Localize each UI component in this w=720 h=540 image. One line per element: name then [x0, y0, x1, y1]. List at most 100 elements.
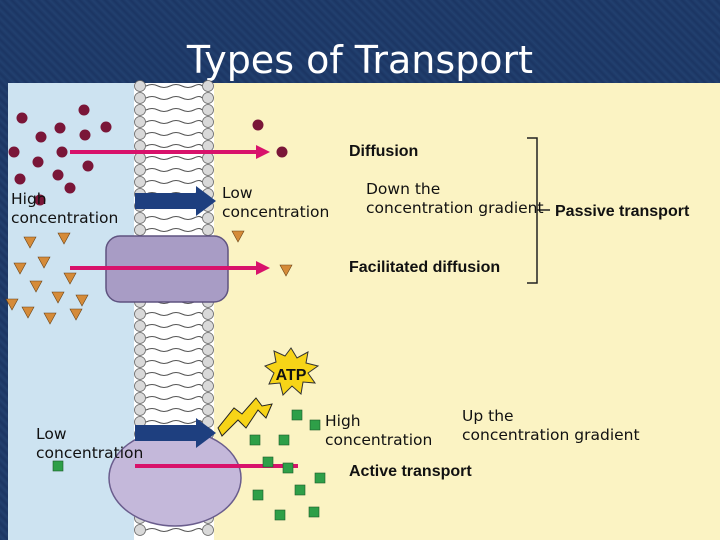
active-transport-molecule — [249, 434, 261, 446]
passive-bracket — [527, 137, 550, 284]
diffusing-molecule — [54, 122, 66, 134]
phospholipid-head — [202, 116, 214, 128]
facilitated-diffusion-label: Facilitated diffusion — [349, 259, 501, 276]
phospholipid-head — [202, 392, 214, 404]
phospholipid-tail — [145, 120, 203, 124]
phospholipid-head — [134, 224, 146, 236]
facilitated-molecule — [37, 256, 51, 269]
phospholipid-head — [134, 176, 146, 188]
energy-bolt-icon — [217, 397, 273, 437]
facilitated-molecule — [57, 232, 71, 245]
phospholipid-head — [202, 92, 214, 104]
diffusing-molecule — [276, 146, 288, 158]
phospholipid-head — [202, 368, 214, 380]
active-transport-molecule — [314, 472, 326, 484]
phospholipid-head — [134, 128, 146, 140]
phospholipid-head — [202, 320, 214, 332]
phospholipid-head — [134, 320, 146, 332]
facilitated-diffusion-arrow — [70, 261, 270, 275]
phospholipid-tail — [145, 420, 203, 424]
phospholipid-tail — [145, 108, 203, 112]
phospholipid-head — [134, 308, 146, 320]
phospholipid-head — [134, 380, 146, 392]
molecules — [5, 104, 326, 521]
phospholipid-head — [202, 128, 214, 140]
active-transport-label: Active transport — [349, 463, 472, 480]
phospholipid-head — [202, 344, 214, 356]
phospholipid-head — [134, 404, 146, 416]
phospholipid-head — [202, 140, 214, 152]
phospholipid-head — [202, 212, 214, 224]
facilitated-molecule — [75, 294, 89, 307]
phospholipid-head — [134, 392, 146, 404]
phospholipid-tail — [145, 96, 203, 100]
active-transport-molecule — [309, 419, 321, 431]
facilitated-molecule — [23, 236, 37, 249]
phospholipid-head — [134, 80, 146, 92]
facilitated-molecule — [231, 230, 245, 243]
phospholipid-head — [134, 356, 146, 368]
atp-label: ATP — [276, 367, 307, 384]
slide-title: Types of Transport — [186, 38, 534, 82]
phospholipid-head — [134, 164, 146, 176]
facilitated-molecule — [43, 312, 57, 325]
phospholipid-tail — [145, 324, 203, 328]
phospholipid-head — [202, 524, 214, 536]
phospholipid-head — [202, 104, 214, 116]
phospholipid-head — [202, 176, 214, 188]
gradient-arrow-top — [135, 186, 216, 216]
phospholipid-tail — [145, 360, 203, 364]
facilitated-molecule — [29, 280, 43, 293]
phospholipid-tail — [145, 396, 203, 400]
active-transport-molecule — [294, 484, 306, 496]
phospholipid-head — [202, 152, 214, 164]
diffusing-molecule — [100, 121, 112, 133]
phospholipid-tail — [145, 528, 203, 532]
phospholipid-head — [202, 308, 214, 320]
facilitated-molecule — [21, 306, 35, 319]
diffusing-molecule — [14, 173, 26, 185]
phospholipid-head — [202, 356, 214, 368]
gradient-arrow-bottom — [135, 418, 216, 448]
intracellular-panel — [212, 83, 720, 540]
phospholipid-tail — [145, 336, 203, 340]
facilitated-molecule — [279, 264, 293, 277]
phospholipid-head — [134, 140, 146, 152]
phospholipid-head — [134, 368, 146, 380]
diffusion-arrow — [70, 145, 270, 159]
facilitated-molecule — [13, 262, 27, 275]
phospholipid-head — [202, 404, 214, 416]
phospholipid-head — [202, 224, 214, 236]
facilitated-molecule — [51, 291, 65, 304]
phospholipid-tail — [145, 84, 203, 88]
active-transport-molecule — [262, 456, 274, 468]
phospholipid-tail — [145, 156, 203, 160]
phospholipid-head — [134, 152, 146, 164]
diffusing-molecule — [34, 194, 46, 206]
phospholipid-head — [134, 332, 146, 344]
phospholipid-head — [134, 344, 146, 356]
diffusing-molecule — [78, 104, 90, 116]
phospholipid-tail — [145, 168, 203, 172]
passive-transport-label: Passive transport — [555, 203, 690, 220]
phospholipid-tail — [145, 180, 203, 184]
diffusing-molecule — [35, 131, 47, 143]
phospholipid-tail — [145, 372, 203, 376]
active-transport-molecule — [52, 460, 64, 472]
diffusing-molecule — [56, 146, 68, 158]
phospholipid-tail — [145, 312, 203, 316]
facilitated-molecule — [69, 308, 83, 321]
phospholipid-tail — [145, 132, 203, 136]
phospholipid-tail — [145, 144, 203, 148]
phospholipid-head — [202, 380, 214, 392]
diffusing-molecule — [82, 160, 94, 172]
active-transport-molecule — [274, 509, 286, 521]
diffusing-molecule — [64, 182, 76, 194]
active-transport-molecule — [252, 489, 264, 501]
